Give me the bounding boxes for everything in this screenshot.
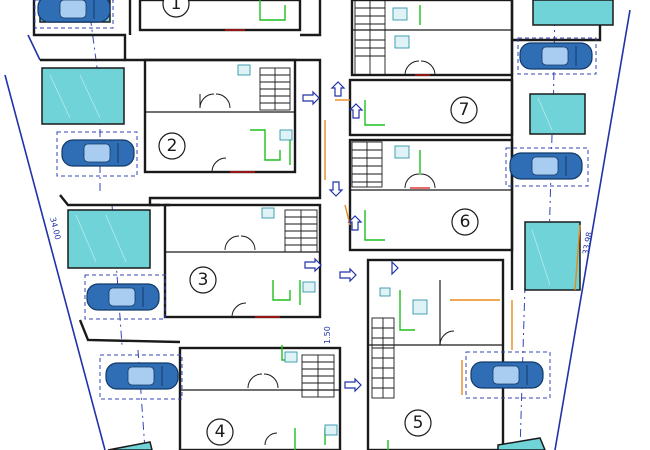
arrow-icon [302, 90, 320, 106]
stair-left-lower [301, 354, 335, 398]
stair-left-mid [284, 209, 318, 253]
unit-3-number: 3 [198, 270, 209, 290]
site-boundary [4, 9, 631, 450]
pool-unit-2 [41, 67, 125, 125]
pool-unit-7-top [532, 0, 614, 26]
arrow-icon [328, 181, 344, 197]
car-icon [509, 152, 583, 180]
unit-7-number: 7 [459, 100, 470, 120]
arrow-icon [339, 267, 357, 283]
unit-3-label: 3 [189, 266, 217, 294]
pool-unit-3 [67, 209, 151, 269]
parking-bays [34, 0, 597, 400]
right-length-dimension: 33.98 [581, 231, 594, 255]
direction-arrows [302, 81, 399, 393]
unit-1-number: 1 [171, 0, 182, 14]
unit-5-label: 5 [404, 409, 432, 437]
car-icon [470, 361, 544, 389]
pool-unit-5 [497, 437, 546, 450]
unit-labels: 1 2 3 4 5 6 7 [158, 0, 479, 446]
arrow-icon [347, 215, 363, 231]
unit-2-number: 2 [167, 136, 178, 156]
arrow-icon [344, 377, 362, 393]
pool-unit-7 [529, 93, 586, 135]
red-markers [225, 29, 430, 318]
unit-5-number: 5 [413, 413, 424, 433]
bathroom-fixtures [237, 7, 428, 436]
unit-6-label: 6 [451, 208, 479, 236]
car-icon [86, 283, 160, 311]
pool-unit-6 [524, 221, 581, 291]
car-icon [61, 139, 135, 167]
unit-4-number: 4 [215, 422, 226, 442]
unit-2-label: 2 [158, 132, 186, 160]
cars [37, 0, 593, 390]
right-wing-walls [348, 0, 602, 450]
stairs [259, 0, 395, 399]
unit-4-label: 4 [206, 418, 234, 446]
left-length-dimension: 34.00 [48, 216, 62, 240]
arrow-icon [391, 260, 399, 276]
corridor-width-dimension: 1.50 [323, 326, 332, 344]
stair-right-mid [351, 141, 383, 188]
car-icon [519, 42, 593, 70]
unit-1-label: 1 [162, 0, 190, 18]
stair-right-upper [354, 0, 386, 76]
arrow-icon [348, 103, 364, 119]
car-icon [105, 362, 179, 390]
doors [199, 60, 455, 446]
stair-left-upper [259, 67, 291, 111]
arrow-icon [304, 257, 322, 273]
car-icon [37, 0, 111, 23]
unit-6-number: 6 [460, 212, 471, 232]
unit-7-label: 7 [450, 96, 478, 124]
pools [39, 0, 614, 450]
pool-unit-4 [107, 441, 153, 450]
plumbing-lines [250, 0, 421, 450]
left-wing-walls [32, 0, 342, 450]
arrow-icon [330, 81, 346, 97]
stair-right-lower [371, 317, 395, 399]
